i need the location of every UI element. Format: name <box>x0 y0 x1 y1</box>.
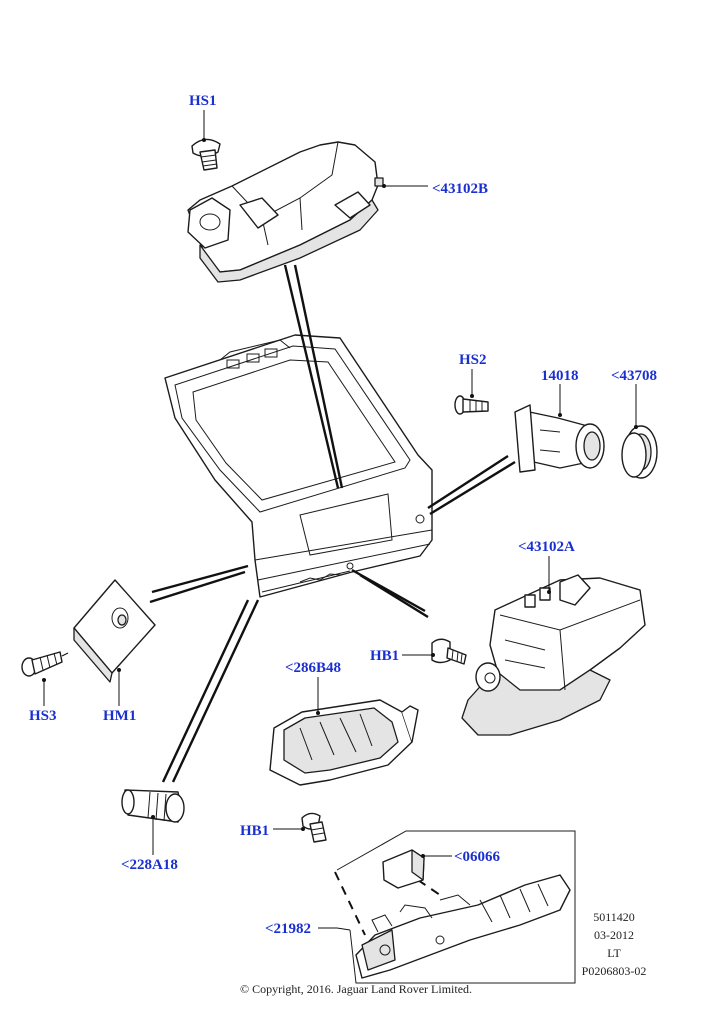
callout-06066: <06066 <box>454 849 501 865</box>
cover-hm1 <box>73 579 156 683</box>
seal-ring-43708 <box>621 425 658 479</box>
callout-43708: <43708 <box>611 368 657 384</box>
callout-286b48: <286B48 <box>285 660 341 676</box>
ref-number: 5011420 <box>593 910 635 924</box>
callout-leaders <box>42 110 638 931</box>
callout-hs2: HS2 <box>459 352 487 368</box>
ref-code: LT <box>607 946 621 960</box>
copyright-notice: © Copyright, 2016. Jaguar Land Rover Lim… <box>240 982 472 996</box>
callout-43102a: <43102A <box>518 539 575 555</box>
lower-latch-module <box>461 574 646 736</box>
leader-lines <box>149 264 516 936</box>
callout-228a18: <228A18 <box>121 857 178 873</box>
hb1-upper-bolt <box>431 638 467 665</box>
handle-housing-286b48 <box>269 699 419 786</box>
callout-hs3: HS3 <box>29 708 57 724</box>
callout-hb1-lower: HB1 <box>240 823 269 839</box>
callout-hm1: HM1 <box>103 708 136 724</box>
ref-illustration-id: P0206803-02 <box>582 964 647 978</box>
callout-14018: 14018 <box>541 368 579 384</box>
hs1-screw <box>191 138 221 171</box>
hs3-screw <box>21 651 69 677</box>
callout-hs1: HS1 <box>189 93 217 109</box>
callout-43102b: <43102B <box>432 181 488 197</box>
release-switch-14018 <box>514 404 605 473</box>
latch-actuator-box <box>336 830 576 984</box>
upper-latch-assembly <box>187 141 384 283</box>
hb1-lower-bolt <box>301 812 327 843</box>
hs2-screw <box>454 395 489 415</box>
callout-hb1-upper: HB1 <box>370 648 399 664</box>
grommet-228a18 <box>121 789 185 823</box>
tailgate-panel <box>164 334 433 598</box>
ref-date: 03-2012 <box>594 928 634 942</box>
callout-21982: <21982 <box>265 921 311 937</box>
